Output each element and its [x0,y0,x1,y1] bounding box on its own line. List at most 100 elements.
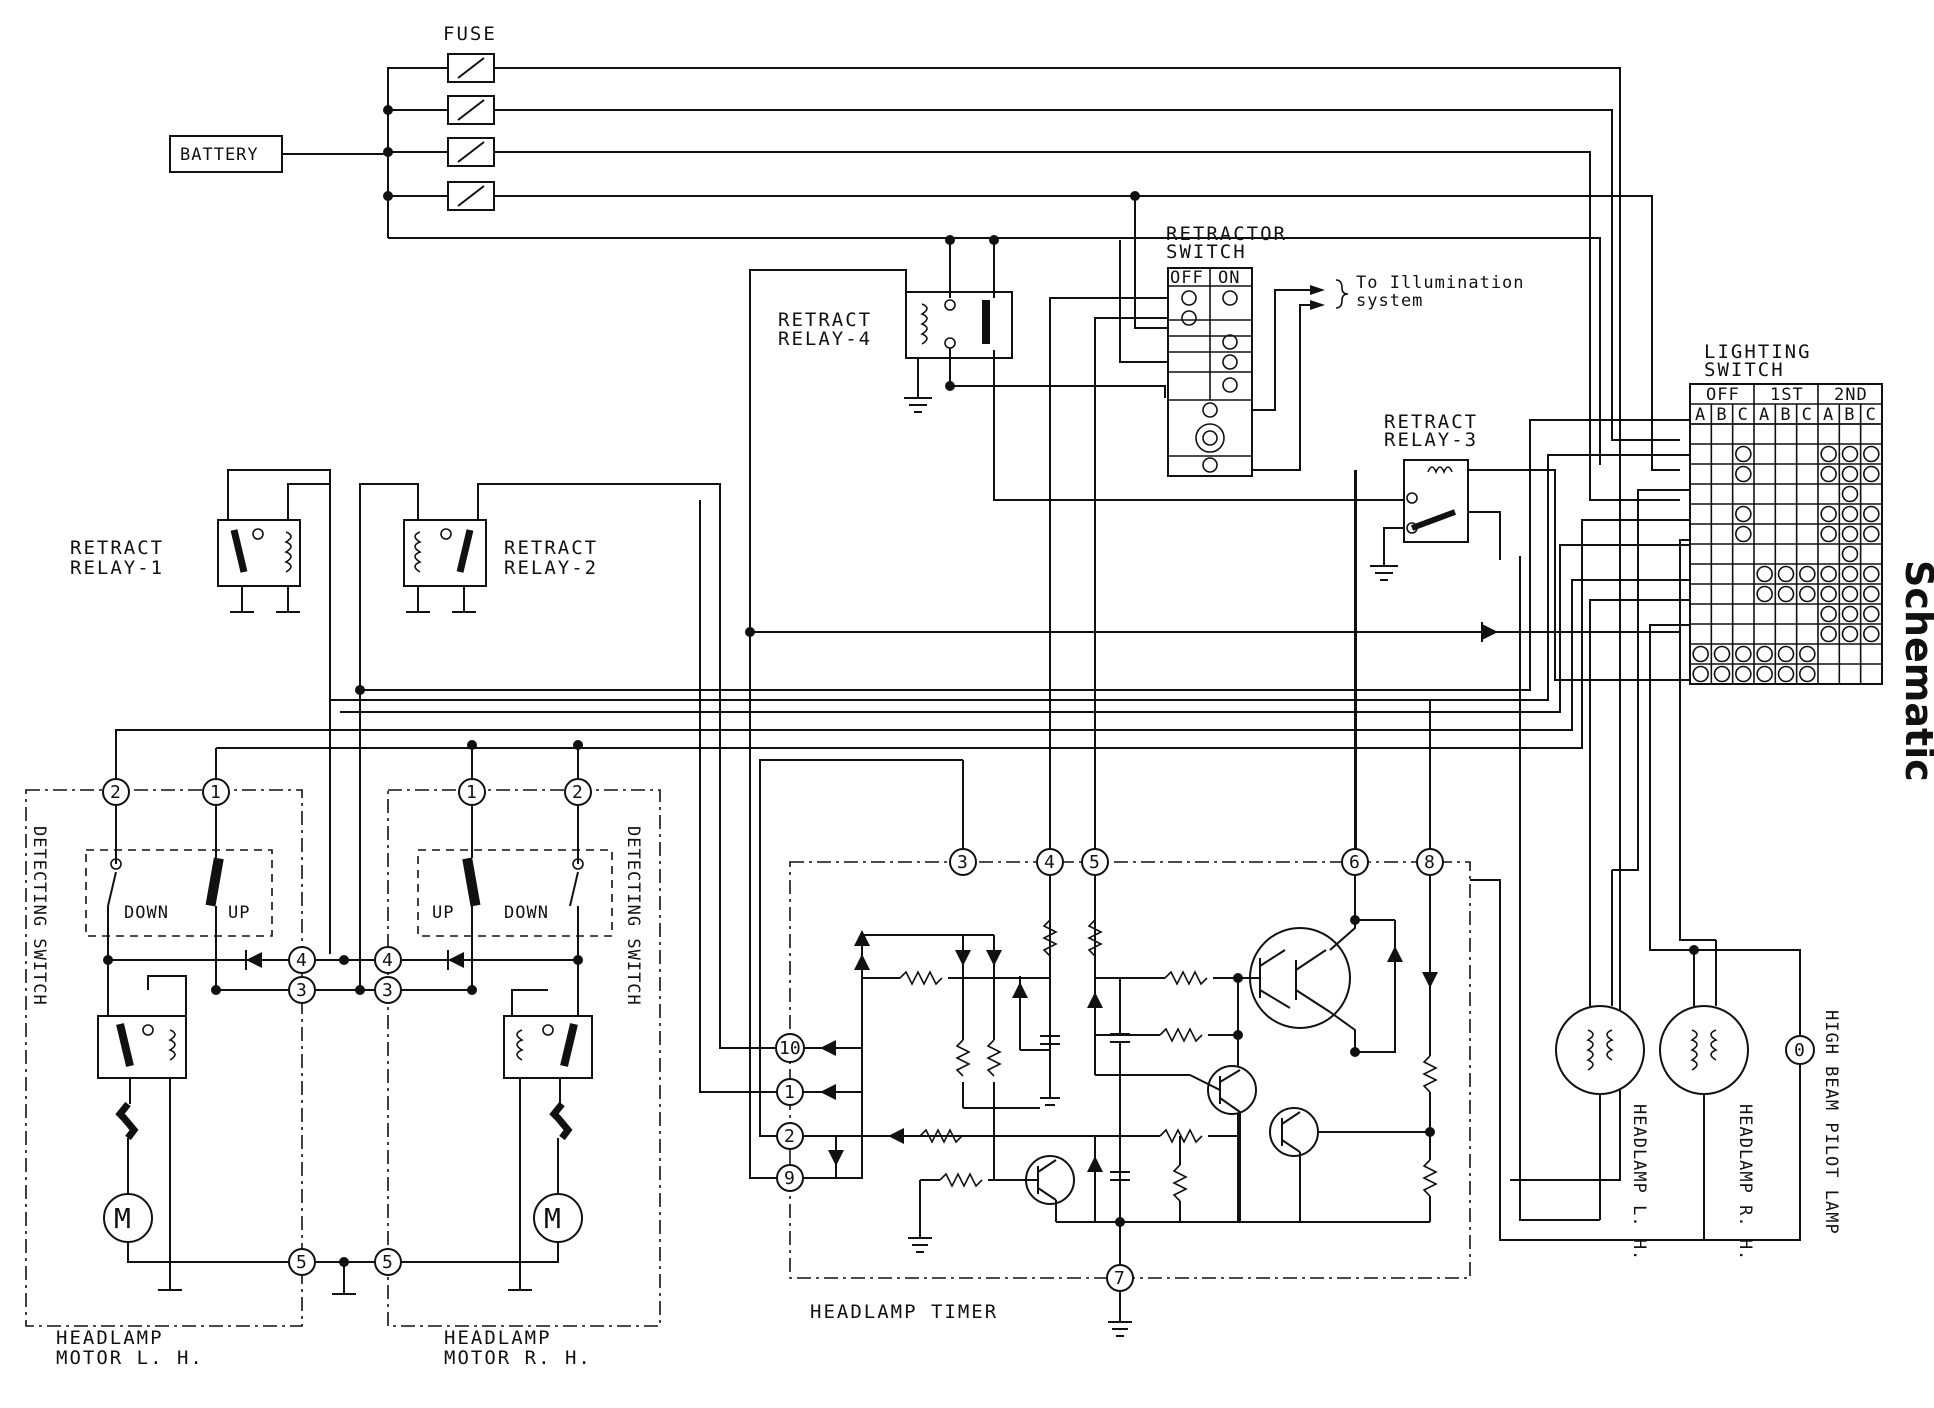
ls-contact [1863,585,1880,603]
ls-contact [1692,665,1709,683]
relay3-label-2: RELAY-3 [1384,429,1478,451]
ls-contact [1841,485,1859,503]
ls-contact [1863,565,1880,583]
rh-pin-5: 5 [382,1252,393,1273]
side-title: Schematic [1897,560,1934,782]
ls-contact [1713,665,1731,683]
lh-down-label: DOWN [124,903,169,923]
retract-relay-2: RETRACT RELAY-2 [359,483,790,1049]
lh-up-label: UP [228,903,250,923]
ls-contact [1735,665,1752,683]
ls-col-header: C [1866,405,1877,425]
ls-col-header: B [1844,405,1855,425]
rh-detecting-switch-label: DETECTING SWITCH [623,826,643,1006]
timer-pin-9: 9 [784,1168,795,1189]
motor-lh-label-1: HEADLAMP [56,1327,164,1349]
lh-pin-5: 5 [296,1252,307,1273]
ls-contact [1820,505,1837,523]
relay1-label-1: RETRACT [70,537,164,559]
lighting-label-2: SWITCH [1704,359,1785,381]
illumination-label-1: To Illumination [1356,273,1525,293]
headlamp-motor-rh: 1 2 DETECTING SWITCH UP DOWN 4 3 [315,778,661,1369]
headlamp-lh-label: HEADLAMP L. H. [1629,1104,1649,1261]
relay2-label-2: RELAY-2 [504,557,598,579]
ls-contact [1799,645,1816,663]
ls-contact [1820,585,1837,603]
lh-detecting-switch-label: DETECTING SWITCH [29,826,49,1006]
rh-pin-4: 4 [382,950,393,971]
ls-contact [1820,445,1837,463]
lighting-label-1: LIGHTING [1704,341,1812,363]
timer-pin-10: 10 [779,1038,801,1059]
rh-pin-1: 1 [466,782,477,803]
motor-rh-label-1: HEADLAMP [444,1327,552,1349]
ls-contact [1756,665,1773,683]
ls-contact [1777,665,1795,683]
ls-contact [1735,465,1752,483]
ls-col-header: A [1823,405,1834,425]
rh-pin-3: 3 [382,980,393,1001]
retractor-switch: RETRACTOR SWITCH OFF ON To Illumination … [1049,196,1525,1050]
ls-contact [1863,465,1880,483]
ls-contact [1863,505,1880,523]
ls-contact [1820,605,1837,623]
headlamps: HEADLAMP L. H. HEADLAMP R. H. 0 HIGH BEA… [1470,489,1841,1261]
fuse-feed-wires [388,67,1680,1181]
ls-contact [1820,525,1837,543]
retractor-label-2: SWITCH [1166,241,1247,263]
ls-col-header: C [1738,405,1749,425]
ls-contact [1841,605,1859,623]
ls-contact [1777,645,1795,663]
timer-pin-4: 4 [1044,852,1055,873]
timer-pin-7: 7 [1114,1268,1125,1289]
ls-contact [1735,445,1752,463]
ls-contact [1841,545,1859,563]
ls-contact [1863,525,1880,543]
ls-contact [1799,565,1816,583]
rh-pin-2: 2 [572,782,583,803]
retractor-label-1: RETRACTOR [1166,223,1287,245]
headlamp-motor-lh: 2 1 DETECTING SWITCH DOWN UP 4 3 M [25,778,376,1369]
ls-contact [1841,445,1859,463]
relay1-label-2: RELAY-1 [70,557,164,579]
fuse-label: FUSE [443,23,497,45]
battery-label: BATTERY [180,145,259,165]
ls-contact [1841,625,1859,643]
retract-relay-3: RETRACT RELAY-3 [1355,411,1690,856]
timer-pin-3: 3 [957,852,968,873]
ls-contact [1863,605,1880,623]
ls-col-header: C [1802,405,1813,425]
lh-pin-4: 4 [296,950,307,971]
timer-pin-1: 1 [784,1082,795,1103]
ls-contact [1841,565,1859,583]
ls-contact [1777,585,1795,603]
ls-1st-label: 1ST [1770,385,1804,405]
retract-relay-1: RETRACT RELAY-1 [70,469,331,954]
timer-pin-6: 6 [1349,852,1360,873]
headlamp-timer: 3 4 5 6 8 10 1 2 9 7 [699,470,1471,1337]
ls-col-header: A [1695,405,1706,425]
motor-rh-label-2: MOTOR R. H. [444,1347,592,1369]
ls-contact [1692,645,1709,663]
timer-pin-8: 8 [1424,852,1435,873]
relay4-label-2: RELAY-4 [778,328,872,350]
headlamp-timer-label: HEADLAMP TIMER [810,1301,998,1323]
ls-contact [1863,445,1880,463]
ls-contact [1756,565,1773,583]
pilot-lamp-symbol: 0 [1794,1040,1805,1061]
ls-contact [1841,505,1859,523]
ls-col-header: B [1716,405,1727,425]
ls-contact [1799,585,1816,603]
lh-pin-1: 1 [210,782,221,803]
bus-wires [115,419,1690,790]
ls-2nd-label: 2ND [1834,385,1868,405]
ls-contact [1756,645,1773,663]
ls-col-header: A [1759,405,1770,425]
ls-contact [1820,465,1837,483]
ls-contact [1863,625,1880,643]
ls-contact [1756,585,1773,603]
fuse-block: FUSE [383,23,497,238]
timer-pin-2: 2 [784,1126,795,1147]
